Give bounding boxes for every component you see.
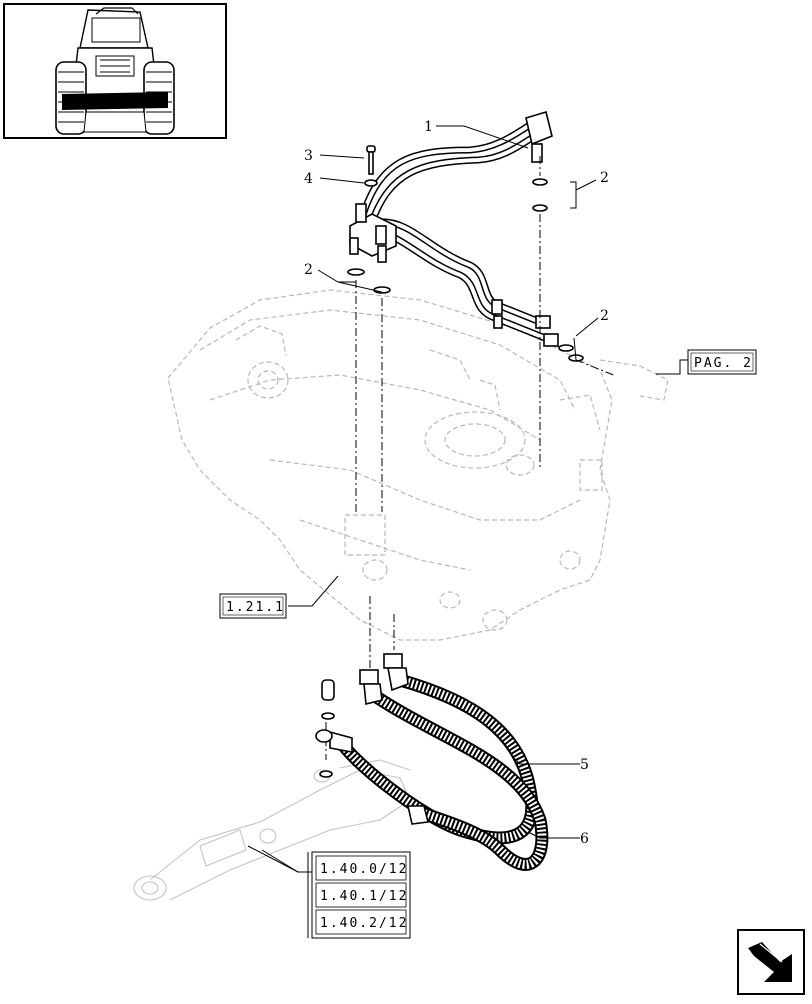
screw-and-washer [364, 145, 378, 187]
reference-1-40-1-12[interactable]: 1.40.1/12 [315, 882, 408, 908]
callout-3: 3 [304, 148, 313, 164]
seals [347, 178, 584, 362]
next-page-arrow-icon[interactable] [737, 929, 805, 995]
callout-2-left: 2 [304, 262, 313, 278]
reference-1-40-0-12[interactable]: 1.40.0/12 [315, 855, 408, 881]
callout-4: 4 [304, 171, 313, 187]
reference-1-21-1[interactable]: 1.21.1 [219, 593, 287, 619]
reference-pag-2-label: PAG. 2 [694, 356, 753, 371]
reference-lift-group: 1.40.0/12 1.40.1/12 1.40.2/12 [311, 851, 411, 939]
reference-1-40-2-12[interactable]: 1.40.2/12 [315, 909, 408, 935]
callout-1: 1 [424, 119, 433, 135]
tractor-thumbnail-icon [3, 3, 227, 139]
reference-1-40-1-12-label: 1.40.1/12 [320, 889, 408, 904]
reference-1-40-0-12-label: 1.40.0/12 [320, 862, 408, 877]
reference-1-21-1-label: 1.21.1 [226, 600, 285, 615]
callout-5: 5 [580, 757, 589, 773]
rear-axle-housing-ghost [167, 289, 669, 641]
callout-2-upper: 2 [600, 170, 609, 186]
callout-6: 6 [580, 831, 589, 847]
pipe-assembly [349, 110, 559, 347]
leader-lines [247, 125, 688, 938]
callout-2-right: 2 [600, 308, 609, 324]
reference-pag-2[interactable]: PAG. 2 [687, 349, 757, 375]
reference-1-40-2-12-label: 1.40.2/12 [320, 916, 408, 931]
assembly-axes [325, 156, 617, 760]
hoses [315, 653, 549, 871]
